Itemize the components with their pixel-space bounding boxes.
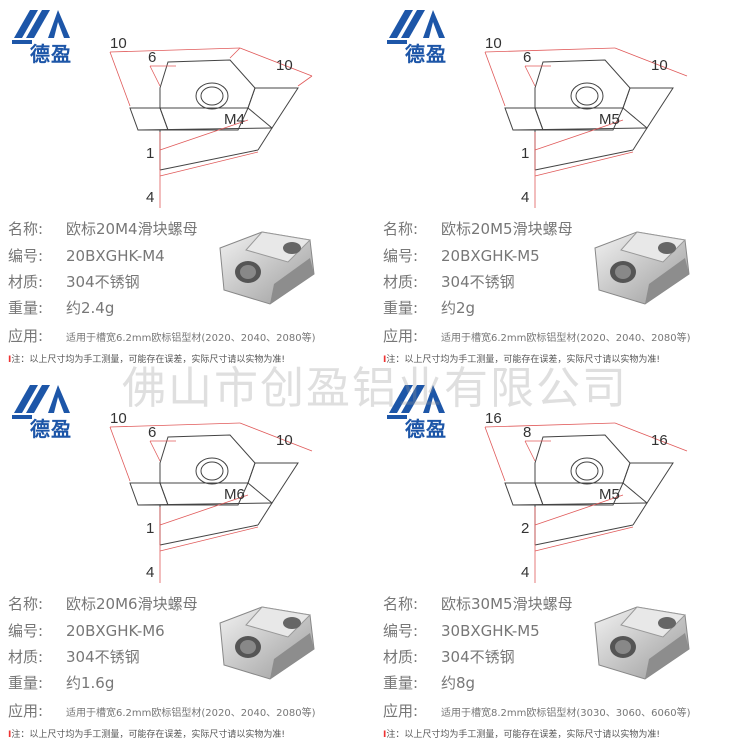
spec-code: 编号:20BXGHK-M6 [8, 622, 165, 640]
dim-length: 10 [110, 35, 127, 52]
dim-length: 10 [485, 35, 502, 52]
dim-base: 4 [146, 564, 154, 581]
dim-base: 4 [521, 564, 529, 581]
dim-step: 1 [521, 145, 529, 162]
spec-usage: 应用:适用于槽宽6.2mm欧标铝型材(2020、2040、2080等) [383, 327, 691, 345]
product-photo [219, 231, 315, 305]
spec-weight: 重量:约1.6g [8, 674, 115, 692]
measurement-note: I注：以上尺寸均为手工测量，可能存在误差，实际尺寸请以实物为准! [8, 730, 285, 740]
logo-text: 德盈 [405, 417, 447, 441]
spec-material: 材质:304不锈钢 [383, 648, 515, 666]
dim-length: 16 [485, 410, 502, 427]
logo-icon [12, 385, 70, 419]
product-photo [219, 606, 315, 680]
logo-text: 德盈 [405, 42, 447, 66]
spec-name: 名称:欧标30M5滑块螺母 [383, 595, 573, 613]
dim-width: 16 [651, 432, 668, 449]
brand-logo: 德盈 [8, 8, 78, 66]
dim-width: 10 [276, 432, 293, 449]
logo-text: 德盈 [30, 417, 72, 441]
spec-material: 材质:304不锈钢 [8, 648, 140, 666]
product-photo [594, 231, 690, 305]
spec-code: 编号:20BXGHK-M5 [383, 247, 540, 265]
dim-thread: M5 [599, 486, 620, 503]
dimension-drawing: 16 8 16 M5 2 4 [484, 410, 688, 583]
dim-thread: M5 [599, 111, 620, 128]
dim-thread: M6 [224, 486, 245, 503]
dim-top: 6 [148, 424, 156, 441]
spec-code: 编号:30BXGHK-M5 [383, 622, 540, 640]
dim-top: 6 [523, 49, 531, 66]
product-photo [594, 606, 690, 680]
measurement-note: I注：以上尺寸均为手工测量，可能存在误差，实际尺寸请以实物为准! [8, 355, 285, 365]
product-panel-m4: 德盈 10 6 [0, 0, 375, 375]
spec-name: 名称:欧标20M4滑块螺母 [8, 220, 198, 238]
dim-width: 10 [276, 57, 293, 74]
spec-weight: 重量:约2.4g [8, 299, 115, 317]
dim-top: 6 [148, 49, 156, 66]
dim-length: 10 [110, 410, 127, 427]
product-panel-m6: 德盈 10 6 10 M6 1 4 [0, 375, 375, 750]
logo-icon [387, 385, 445, 419]
spec-material: 材质:304不锈钢 [8, 273, 140, 291]
dim-step: 1 [146, 145, 154, 162]
dim-width: 10 [651, 57, 668, 74]
spec-code: 编号:20BXGHK-M4 [8, 247, 165, 265]
brand-logo: 德盈 [383, 8, 453, 66]
dim-base: 4 [146, 189, 154, 206]
spec-weight: 重量:约8g [383, 674, 476, 692]
spec-usage: 应用:适用于槽宽8.2mm欧标铝型材(3030、3060、6060等) [383, 702, 691, 720]
dim-step: 2 [521, 520, 529, 537]
spec-material: 材质:304不锈钢 [383, 273, 515, 291]
logo-text: 德盈 [30, 42, 72, 66]
logo-icon [12, 10, 70, 44]
dim-top: 8 [523, 424, 531, 441]
dimension-drawing: 10 6 10 M6 1 4 [109, 410, 313, 583]
measurement-note: I注：以上尺寸均为手工测量，可能存在误差，实际尺寸请以实物为准! [383, 730, 660, 740]
measurement-note: I注：以上尺寸均为手工测量，可能存在误差，实际尺寸请以实物为准! [383, 355, 660, 365]
spec-usage: 应用:适用于槽宽6.2mm欧标铝型材(2020、2040、2080等) [8, 702, 316, 720]
product-panel-30m5: 德盈 16 8 16 M5 2 4 [375, 375, 750, 750]
dimension-drawing: 10 6 10 M4 1 4 [109, 35, 313, 208]
dimension-drawing: 10 6 10 M5 1 4 [484, 35, 688, 208]
dim-step: 1 [146, 520, 154, 537]
dim-base: 4 [521, 189, 529, 206]
brand-logo: 德盈 [8, 383, 78, 441]
product-panel-m5: 德盈 10 6 10 M5 1 4 [375, 0, 750, 375]
logo-icon [387, 10, 445, 44]
spec-weight: 重量:约2g [383, 299, 476, 317]
dim-thread: M4 [224, 111, 245, 128]
spec-name: 名称:欧标20M5滑块螺母 [383, 220, 573, 238]
spec-name: 名称:欧标20M6滑块螺母 [8, 595, 198, 613]
brand-logo: 德盈 [383, 383, 453, 441]
spec-usage: 应用:适用于槽宽6.2mm欧标铝型材(2020、2040、2080等) [8, 327, 316, 345]
